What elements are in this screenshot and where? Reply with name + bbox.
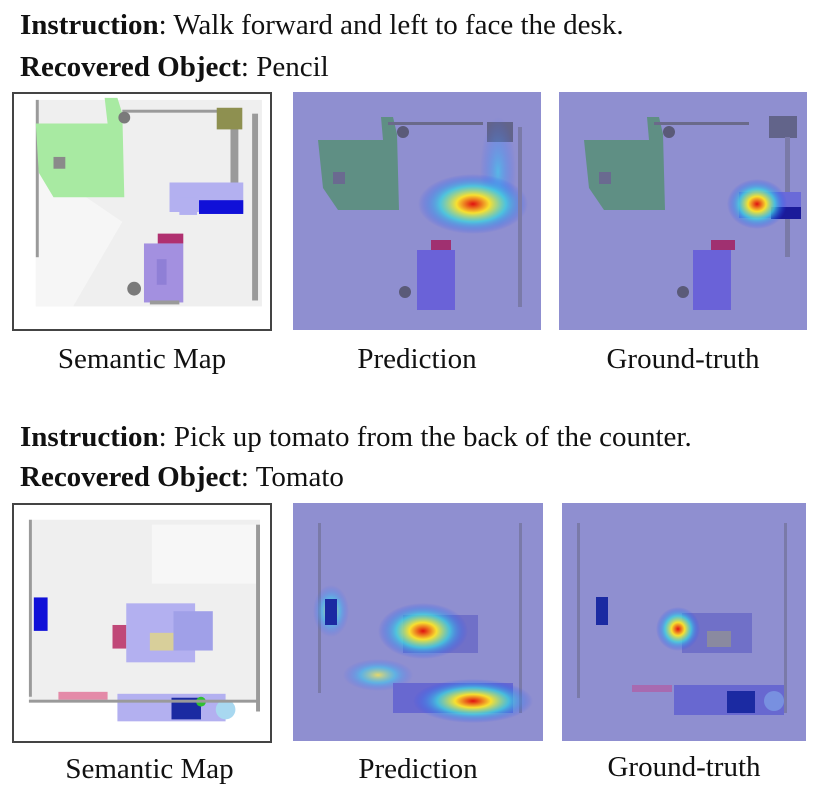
caption-ground-truth-2: Ground-truth [607,751,761,783]
recovered-object-line-2: Recovered Object: Tomato [20,461,344,493]
prediction-heatmap-1 [293,92,541,330]
caption-prediction-1: Prediction [357,343,477,375]
recovered-object-label: Recovered Object [20,51,241,83]
semantic-map-1-graphic [35,97,262,307]
recovered-object-label: Recovered Object [20,461,241,493]
instruction-label: Instruction [20,9,159,41]
caption-semantic-map-2: Semantic Map [65,753,234,785]
recovered-object-text: Pencil [256,51,329,83]
recovered-object-line-1: Recovered Object: Pencil [20,51,329,83]
instruction-text: Walk forward and left to face the desk. [173,9,624,41]
recovered-object-text: Tomato [255,461,344,493]
caption-prediction-2: Prediction [358,753,478,785]
prediction-heatmap-2-graphic [313,523,533,723]
instruction-text: Pick up tomato from the back of the coun… [173,421,692,453]
semantic-map-2 [12,503,272,743]
ground-truth-heatmap-2-graphic [577,523,787,715]
prediction-heatmap-1-graphic [318,117,528,310]
ground-truth-heatmap-1 [559,92,807,330]
caption-semantic-map-1: Semantic Map [57,343,227,375]
ground-truth-heatmap-2 [562,503,806,741]
semantic-map-2-graphic [28,519,260,722]
instruction-label: Instruction [20,421,159,453]
caption-ground-truth-1: Ground-truth [606,343,760,375]
prediction-heatmap-2 [293,503,543,741]
instruction-line-2: Instruction: Pick up tomato from the bac… [20,421,692,453]
semantic-map-1 [12,92,272,331]
ground-truth-heatmap-1-graphic [584,116,801,310]
instruction-line-1: Instruction: Walk forward and left to fa… [20,9,624,41]
